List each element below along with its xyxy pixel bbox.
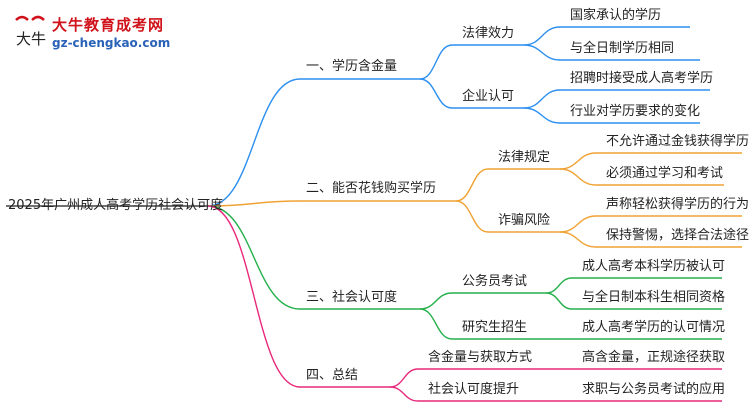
leaf-no-money: 不允许通过金钱获得学历 [606, 134, 750, 149]
node-legal-effect: 法律效力 [462, 26, 515, 41]
link-root-branch-1 [207, 78, 301, 207]
leaf-same-qualification: 与全日制本科生相同资格 [582, 290, 726, 305]
leaf-stay-alert: 保持警惕，选择合法途径 [606, 228, 750, 243]
node-legal-rules: 法律规定 [498, 150, 551, 165]
link-leaf-3-1-1 [545, 277, 573, 294]
leaf-job-and-exam: 求职与公务员考试的应用 [582, 382, 726, 397]
node-recognition-improved: 社会认可度提升 [428, 382, 520, 397]
link-branch-4-node-2 [389, 386, 419, 402]
node-enterprise-recognition: 企业认可 [462, 89, 515, 104]
link-branch-3-node-1 [419, 292, 453, 310]
leaf-easy-claims: 声称轻松获得学历的行为 [606, 197, 750, 212]
link-leaf-2-1-2 [559, 168, 597, 186]
link-branch-1-node-1 [419, 44, 453, 80]
leaf-industry-change: 行业对学历要求的变化 [570, 104, 701, 119]
branch-1-label: 一、学历含金量 [306, 59, 398, 74]
link-leaf-1-1-1 [523, 26, 561, 46]
leaf-same-as-fulltime: 与全日制学历相同 [570, 41, 675, 56]
leaf-national-recognized: 国家承认的学历 [570, 8, 662, 23]
site-logo[interactable]: 大牛 大牛教育成考网 gz-chengkao.com [12, 12, 182, 56]
link-leaf-1-2-2 [523, 107, 561, 124]
link-leaf-2-2-2 [559, 231, 597, 248]
link-root-branch-4 [207, 205, 301, 388]
link-leaf-3-1-2 [545, 292, 573, 310]
link-branch-2-node-1 [455, 168, 489, 202]
leaf-recognition-status: 成人高考学历的认可情况 [582, 320, 726, 335]
logo-mark: 大牛 [16, 30, 46, 48]
link-leaf-1-2-1 [523, 89, 561, 109]
link-branch-4-node-1 [389, 368, 419, 388]
link-branch-1-node-2 [419, 78, 453, 109]
ox-logo-icon: 大牛 [15, 15, 46, 48]
link-branch-3-node-2 [419, 308, 453, 340]
logo-url: gz-chengkao.com [52, 36, 171, 50]
link-leaf-2-2-1 [559, 215, 597, 233]
leaf-high-value: 高含金量，正规途径获取 [582, 350, 726, 365]
node-graduate-admission: 研究生招生 [462, 320, 528, 335]
branch-2-label: 二、能否花钱购买学历 [306, 181, 437, 196]
logo-title: 大牛教育成考网 [52, 16, 165, 34]
node-civil-service-exam: 公务员考试 [462, 274, 528, 289]
node-value-and-method: 含金量与获取方式 [428, 350, 533, 365]
leaf-bachelor-recognized: 成人高考本科学历被认可 [582, 259, 726, 274]
link-root-branch-2 [207, 200, 301, 207]
root-topic: 2025年广州成人高考学历社会认可度 [8, 198, 224, 213]
branch-4-label: 四、总结 [306, 368, 359, 383]
node-fraud-risk: 诈骗风险 [498, 213, 551, 228]
link-branch-2-node-2 [455, 200, 489, 233]
link-leaf-1-1-2 [523, 44, 561, 61]
link-leaf-2-1-1 [559, 152, 597, 170]
branch-3-label: 三、社会认可度 [306, 290, 398, 305]
leaf-study-and-exam: 必须通过学习和考试 [606, 166, 724, 181]
leaf-accept-in-hiring: 招聘时接受成人高考学历 [570, 71, 714, 86]
link-root-branch-3 [207, 205, 301, 310]
